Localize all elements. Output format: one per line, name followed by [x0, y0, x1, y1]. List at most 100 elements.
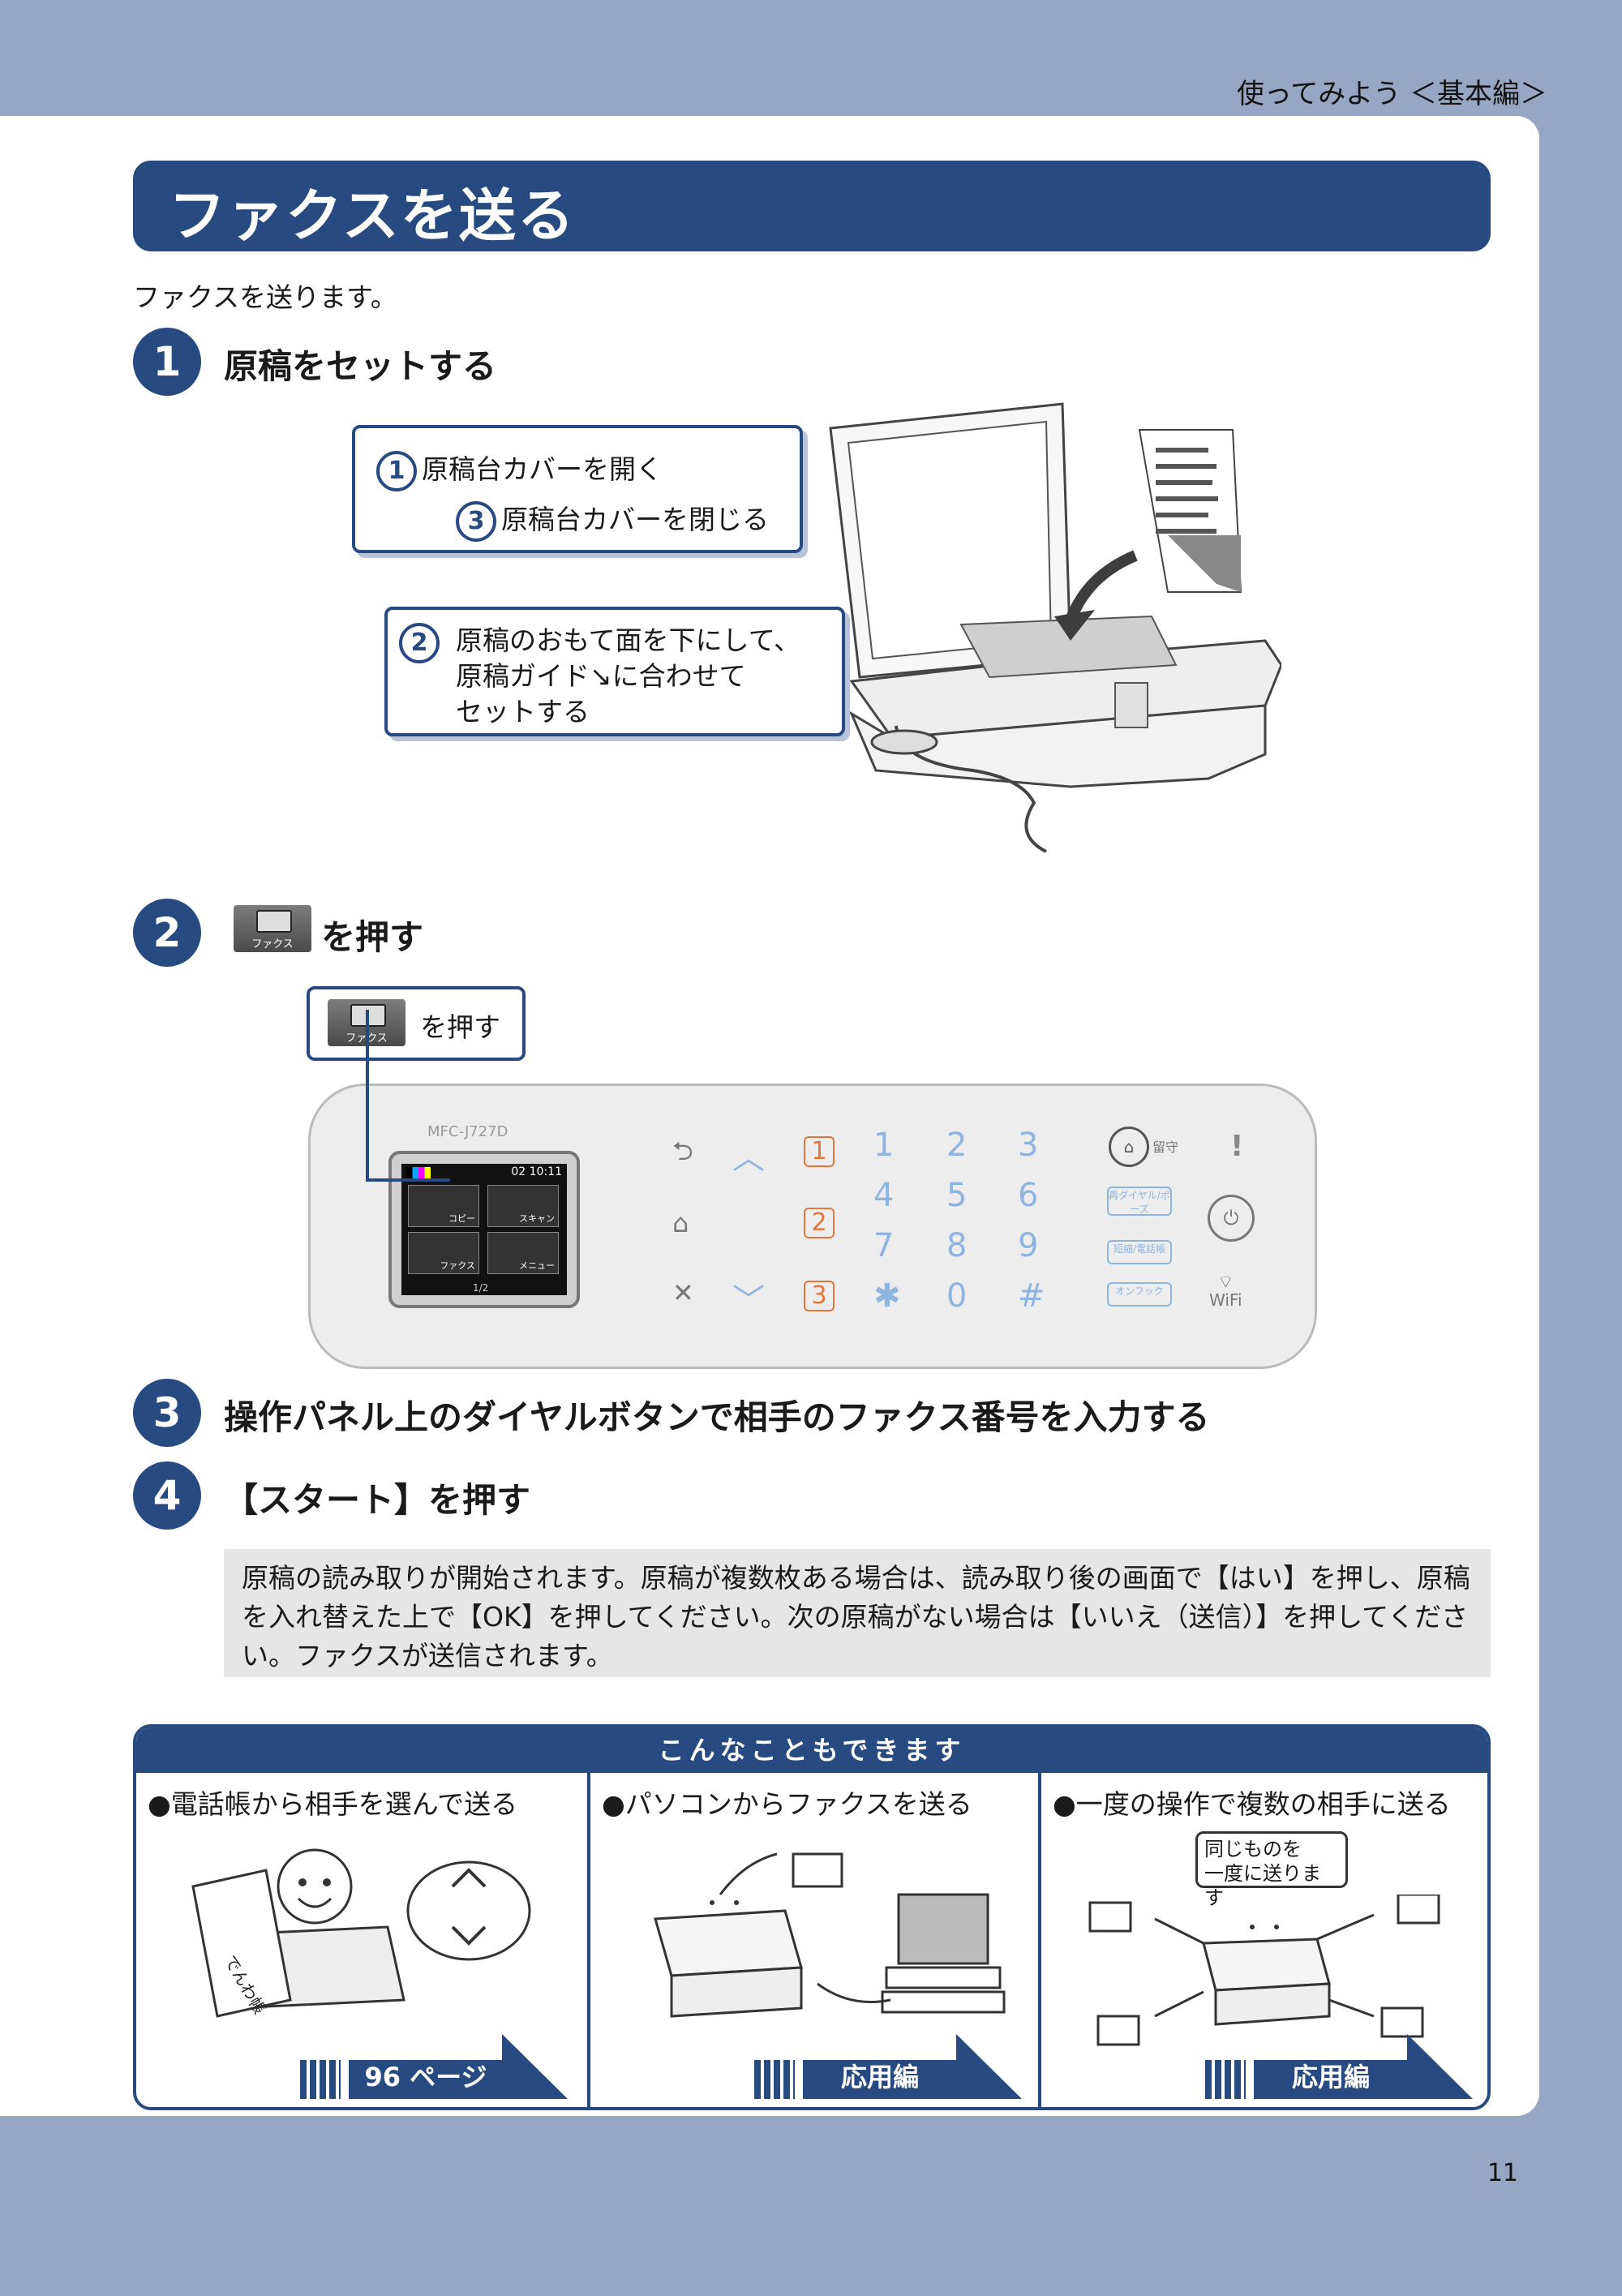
alert-icon: ! — [1230, 1130, 1244, 1163]
rusu-button[interactable]: ⌂ — [1109, 1127, 1149, 1167]
page-title: ファクスを送る — [169, 182, 576, 249]
step-note: 原稿の読み取りが開始されます。原稿が複数枚ある場合は、読み取り後の画面で【はい】… — [224, 1549, 1491, 1677]
broadcast-illustration — [1088, 1895, 1440, 2046]
tip-title: ●電話帳から相手を選んで送る — [148, 1788, 518, 1820]
bubble-text: 一度に送ります — [1204, 1862, 1321, 1909]
tip-page-ref[interactable]: 応用編 — [754, 2034, 1022, 2099]
ref-bars — [1205, 2060, 1246, 2099]
section-label: 使ってみよう ＜基本編＞ — [1236, 78, 1547, 110]
ref-label: 96 ページ — [364, 2062, 487, 2092]
tile-label: スキャン — [519, 1213, 555, 1224]
dial-1[interactable]: 1 — [873, 1127, 895, 1164]
onhook-button[interactable]: オンフック — [1107, 1282, 1172, 1307]
pc-fax-illustration — [654, 1852, 1006, 2018]
home-icon[interactable]: ⌂ — [672, 1208, 689, 1238]
shortcut-1-button[interactable]: 1 — [804, 1136, 835, 1167]
callout-text: 原稿台カバーを閉じる — [501, 504, 769, 535]
up-arrow-icon[interactable]: ︿ — [732, 1139, 765, 1177]
step-text: 操作パネル上のダイヤルボタンで相手のファクス番号を入力する — [224, 1397, 1210, 1437]
tile-label: メニュー — [519, 1260, 555, 1271]
fax-button-icon: ファクス — [234, 905, 311, 952]
pointer-line — [366, 1010, 369, 1180]
intro-text: ファクスを送ります。 — [133, 281, 397, 313]
circle-number: 3 — [456, 500, 496, 542]
step-number: 4 — [133, 1461, 201, 1530]
tile-label: ファクス — [440, 1260, 475, 1271]
control-panel: MFC-J727D 02 10:11 コピー スキャン ファクス メニュー 1/… — [308, 1010, 1317, 1369]
callout-text: 原稿ガイド↘に合わせて — [456, 660, 746, 692]
touchscreen: 02 10:11 コピー スキャン ファクス メニュー 1/2 — [388, 1151, 580, 1308]
screen-time: 02 10:11 — [511, 1165, 562, 1178]
tip-broadcast: ●一度の操作で複数の相手に送る 同じものを 一度に送ります 応用編 — [1038, 1773, 1487, 2107]
shortcut-3-button[interactable]: 3 — [804, 1281, 835, 1311]
dial-3[interactable]: 3 — [1018, 1127, 1039, 1164]
step-text: 【スタート】を押す — [224, 1480, 531, 1520]
dial-2[interactable]: 2 — [946, 1127, 968, 1164]
screen-tile-copy[interactable]: コピー — [408, 1185, 479, 1227]
wifi-icon: ⌔ — [1217, 1272, 1234, 1293]
callout-text: を押す — [420, 1011, 500, 1043]
callout-text-block: 原稿のおもて面を下にして、 原稿ガイド↘に合わせて セットする — [456, 623, 800, 730]
step-number: 1 — [133, 328, 201, 396]
tip-title: ●一度の操作で複数の相手に送る — [1053, 1788, 1451, 1820]
screen-tile-scan[interactable]: スキャン — [487, 1185, 559, 1227]
ink-level-icon — [406, 1167, 431, 1178]
screen-display: 02 10:11 コピー スキャン ファクス メニュー 1/2 — [401, 1164, 567, 1295]
page-title-bar: ファクスを送る — [133, 161, 1491, 251]
screen-tile-fax[interactable]: ファクス — [408, 1232, 479, 1274]
callout-press-fax: ファクス を押す — [307, 986, 526, 1061]
dial-7[interactable]: 7 — [873, 1227, 895, 1264]
phonebook-button[interactable]: 短縮/電話帳 — [1107, 1240, 1172, 1264]
tip-page-ref[interactable]: 応用編 — [1205, 2034, 1473, 2099]
callout-text: 原稿のおもて面を下にして、 — [456, 624, 801, 656]
fax-machine-glyph — [256, 910, 292, 933]
tile-label: コピー — [448, 1213, 475, 1224]
callout-place-document: 2 原稿のおもて面を下にして、 原稿ガイド↘に合わせて セットする — [384, 607, 845, 736]
panel-model: MFC-J727D — [427, 1123, 508, 1140]
callout-text: 原稿台カバーを開く — [422, 453, 663, 485]
callout-text: セットする — [456, 696, 590, 727]
dial-hash[interactable]: # — [1018, 1277, 1045, 1315]
shortcut-2-button[interactable]: 2 — [804, 1208, 835, 1238]
dial-star[interactable]: ✱ — [873, 1277, 901, 1315]
step-text: を押す — [321, 917, 424, 957]
cancel-icon[interactable]: ✕ — [672, 1277, 694, 1308]
step-text: 原稿をセットする — [224, 346, 497, 386]
step-number: 3 — [133, 1379, 201, 1447]
rusu-label: 留守 — [1152, 1139, 1179, 1155]
tips-heading: こんなこともできます — [136, 1727, 1487, 1773]
power-button[interactable]: ⏻ — [1208, 1195, 1255, 1242]
tip-title: ●パソコンからファクスを送る — [602, 1788, 972, 1820]
ref-label: 応用編 — [1291, 2062, 1370, 2092]
dial-6[interactable]: 6 — [1018, 1177, 1039, 1214]
dial-0[interactable]: 0 — [946, 1277, 968, 1315]
ref-bars — [754, 2060, 795, 2099]
tip-pc-fax: ●パソコンからファクスを送る 応用編 — [587, 1773, 1041, 2107]
dial-9[interactable]: 9 — [1018, 1227, 1039, 1264]
ref-bars — [300, 2060, 341, 2099]
page-indicator: 1/2 — [473, 1282, 489, 1294]
phonebook-illustration: でんわ帳 — [191, 1848, 531, 2018]
fax-icon-label: ファクス — [251, 938, 294, 951]
wifi-label: WiFi — [1209, 1290, 1242, 1310]
tips-box: こんなこともできます ●電話帳から相手を選んで送る でんわ帳 96 ページ ●パ… — [133, 1724, 1491, 2110]
bubble-text: 同じものを — [1204, 1838, 1302, 1860]
dial-8[interactable]: 8 — [946, 1227, 968, 1264]
page-number: 11 — [1487, 2159, 1518, 2187]
pointer-line — [366, 1178, 450, 1182]
ref-label: 応用編 — [840, 2062, 919, 2092]
scanner-illustration — [829, 402, 1281, 853]
down-arrow-icon[interactable]: ﹀ — [732, 1282, 765, 1320]
screen-tile-menu[interactable]: メニュー — [487, 1232, 559, 1274]
redial-button[interactable]: 再ダイヤル/ポーズ — [1107, 1187, 1172, 1216]
dial-4[interactable]: 4 — [873, 1177, 895, 1214]
dial-5[interactable]: 5 — [946, 1177, 968, 1214]
tip-page-ref[interactable]: 96 ページ — [300, 2034, 568, 2099]
circle-number: 1 — [376, 450, 417, 491]
circle-number: 2 — [399, 623, 440, 663]
step-number: 2 — [133, 899, 201, 967]
back-icon[interactable]: ⮌ — [672, 1135, 693, 1166]
